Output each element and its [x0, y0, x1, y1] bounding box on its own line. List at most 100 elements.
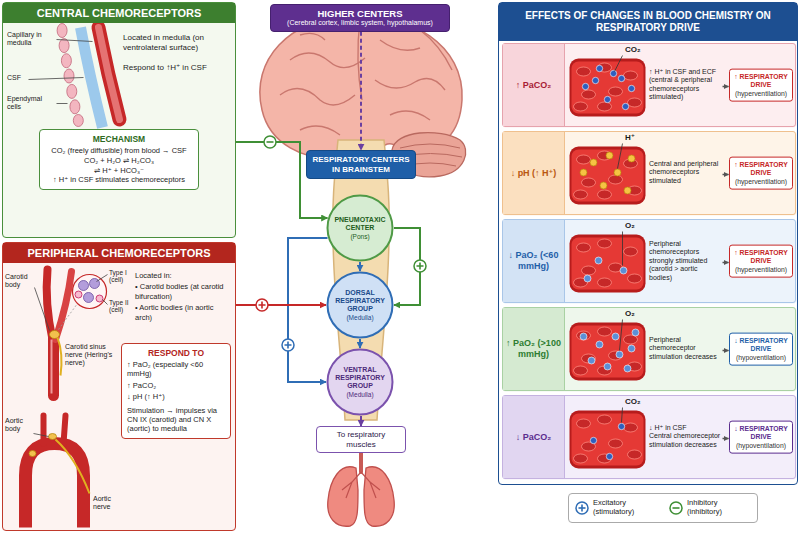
legend-symbol-bar [581, 505, 583, 512]
effect-description: ↑ H⁺ in CSF and ECF [649, 68, 721, 76]
row-pao2-down-part [622, 232, 623, 266]
peripheral-chemoreceptor-illustration-part [50, 331, 60, 339]
row-paco2-up [503, 44, 797, 128]
ependymal-cells-part [64, 69, 74, 83]
peripheral-chemoreceptor-illustration-part [48, 338, 59, 396]
effect-description: (central & peripheral chemoreceptors sti… [649, 77, 721, 102]
row-paco2-up-part [503, 44, 797, 128]
excitatory-sign-part [417, 263, 424, 270]
excitatory-sign-part [414, 260, 426, 272]
peripheral-chemoreceptor-illustration-part [58, 338, 62, 376]
respond-box: RESPOND TO↑ PaO₂ (especially <60 mmHg)↑ … [121, 343, 231, 439]
leader-lines-part [29, 78, 84, 80]
row-pao2-up-part-part [596, 341, 603, 348]
brain-gyri-part [375, 78, 445, 90]
brain-gyri-part [300, 126, 340, 135]
legend-symbol-ring [670, 502, 682, 514]
part-label: Aortic nerve [93, 495, 120, 511]
row-ph-down-part-part [624, 187, 631, 194]
callout-label: O₂ [625, 309, 635, 318]
panel-bullet: • Carotid bodies (at carotid bifurcation… [135, 282, 231, 301]
row-ph-down-part-part [580, 169, 587, 176]
panel-grounds-part [2, 2, 236, 238]
lungs-illustration-part [328, 467, 358, 526]
row-pao2-up-part [620, 320, 623, 351]
row-paco2-down-part-part [618, 423, 624, 429]
effect-description: (carotid > aortic bodies) [649, 265, 721, 282]
mechanism-step: ⇌ H⁺ + HCO₃⁻ [45, 166, 193, 176]
ependymal-cells-part [59, 39, 69, 53]
box-text: (Cerebral cortex, limbic system, hypotha… [275, 19, 445, 27]
blood-change-label: ↓ PaO₂ (<60 mmHg) [503, 220, 565, 302]
brain-gyri-part [420, 30, 452, 70]
effect-description: Central chemoreceptor stimulation decrea… [649, 433, 721, 450]
peripheral-chemoreceptor-illustration-part [64, 416, 66, 444]
excitatory-sign-part [256, 299, 268, 311]
brain-illustration [260, 16, 466, 420]
mechanism-box: MECHANISMCO₂ (freely diffusible) from bl… [39, 129, 199, 190]
row-pao2-up-part-part [632, 329, 639, 336]
row-pao2-down-part [503, 220, 797, 304]
row-pao2-up [503, 308, 797, 392]
central-chemoreceptor-illustration [29, 24, 120, 128]
part-label: Type II (cell) [109, 299, 133, 314]
ependymal-cells-part [73, 115, 83, 127]
leader-lines-part [57, 103, 68, 104]
higher-centers-box: HIGHER CENTERS(Cerebral cortex, limbic s… [270, 4, 450, 32]
panel-grounds-part [2, 242, 236, 531]
row-paco2-up-part-part [592, 77, 598, 83]
legend-symbol [669, 501, 683, 515]
central-chemoreceptor-illustration-part [99, 28, 120, 120]
result-text: (hyperventilation) [732, 265, 790, 273]
row-pao2-up-part-part [580, 333, 587, 340]
effect-description: Central and peripheral chemoreceptors st… [649, 160, 721, 185]
row-pao2-down-part [584, 257, 627, 282]
row-ph-down [503, 132, 797, 216]
peripheral-chemoreceptor-illustration-part [96, 295, 103, 302]
peripheral-chemoreceptor-illustration-part [51, 340, 53, 394]
central-chemoreceptor-illustration-part [99, 28, 120, 120]
text-group: DORSAL RESPIRATORY GROUP(Medulla) [331, 289, 389, 322]
stimulus-item: ↑ PaO₂ (especially <60 mmHg) [127, 360, 225, 379]
peripheral-chemoreceptor-illustration-part [59, 304, 78, 330]
lungs-illustration-part [342, 472, 380, 498]
legend-entry: Excitatory (stimulatory) [575, 499, 657, 516]
result-text: (hyperventilation) [732, 177, 790, 185]
part-label: CSF [7, 74, 27, 82]
part-label: Carotid body [5, 273, 35, 289]
effect-row: ↑ RESPIRATORY DRIVE(hyperventilation)Per… [502, 219, 796, 303]
effect-description: Peripheral chemoreceptors strongly stimu… [649, 240, 721, 265]
row-paco2-down-part [622, 408, 623, 423]
row-paco2-up-part-part [582, 83, 588, 89]
row-ph-down-part [570, 147, 646, 205]
effect-row: ↓ RESPIRATORY DRIVE(hypoventilation)Peri… [502, 307, 796, 391]
circle-outline [328, 196, 393, 261]
part-label: Carotid sinus nerve (Hering's nerve) [65, 343, 119, 367]
peripheral-chemoreceptor-illustration [26, 270, 108, 528]
row-pao2-up-part [723, 350, 729, 352]
part-label: Aortic body [5, 417, 35, 433]
blood-change-label: ↓ pH (↑ H⁺) [503, 132, 565, 214]
result-text: (hyperventilation) [732, 89, 790, 97]
center-name: VENTRAL RESPIRATORY GROUP [331, 366, 389, 390]
callout-label: CO₂ [625, 397, 641, 406]
result-text: (hypoventilation) [732, 441, 790, 449]
stimulus-item: ↑ PaCO₂ [127, 381, 225, 390]
panel-text: Respond to ↑H⁺ in CSF [123, 63, 231, 73]
ventral-group-circle: VENTRAL RESPIRATORY GROUP(Medulla) [326, 348, 394, 416]
row-pao2-down-part-part [620, 267, 627, 274]
connector [360, 416, 362, 426]
row-paco2-down-part [723, 438, 729, 440]
row-pao2-up-part-part [612, 333, 619, 340]
lungs-illustration [328, 450, 395, 526]
legend-symbol [575, 501, 589, 515]
row-pao2-up-part-part [588, 357, 595, 364]
connector [360, 32, 362, 150]
legend-symbol-bar [673, 507, 680, 509]
dorsal-group-circle: DORSAL RESPIRATORY GROUP(Medulla) [326, 271, 394, 339]
excitatory-sign [256, 299, 268, 311]
row-paco2-down-part [590, 423, 624, 459]
row-ph-down-part-part [600, 182, 607, 189]
